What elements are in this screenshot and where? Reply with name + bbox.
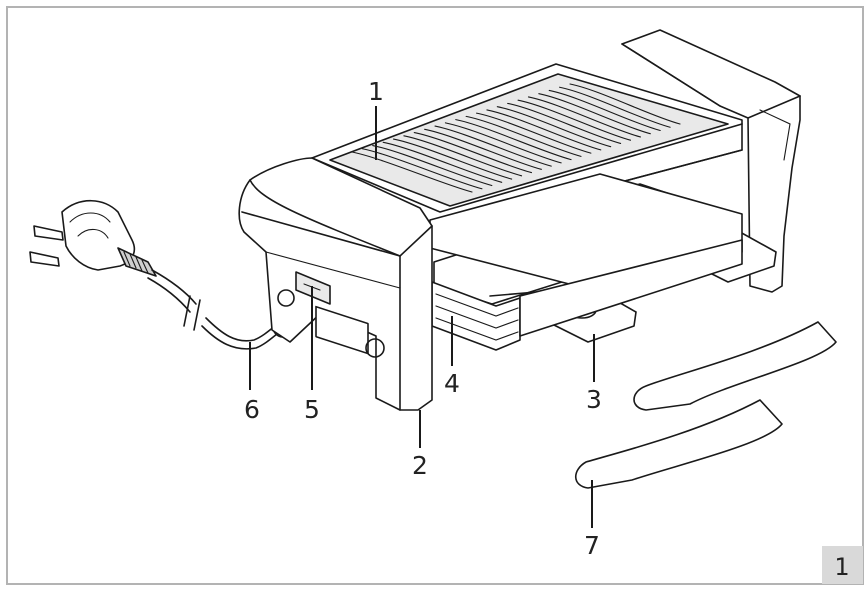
spatula-lower — [576, 400, 782, 488]
callout-1: 1 — [368, 77, 384, 106]
callout-3: 3 — [586, 385, 602, 414]
callout-2: 2 — [412, 451, 428, 480]
callout-6: 6 — [244, 395, 260, 424]
figure-number: 1 — [834, 553, 849, 581]
callout-5: 5 — [304, 395, 320, 424]
callout-4: 4 — [444, 369, 460, 398]
spatula-upper — [634, 322, 836, 410]
power-plug — [30, 201, 156, 276]
callout-7: 7 — [584, 531, 600, 560]
